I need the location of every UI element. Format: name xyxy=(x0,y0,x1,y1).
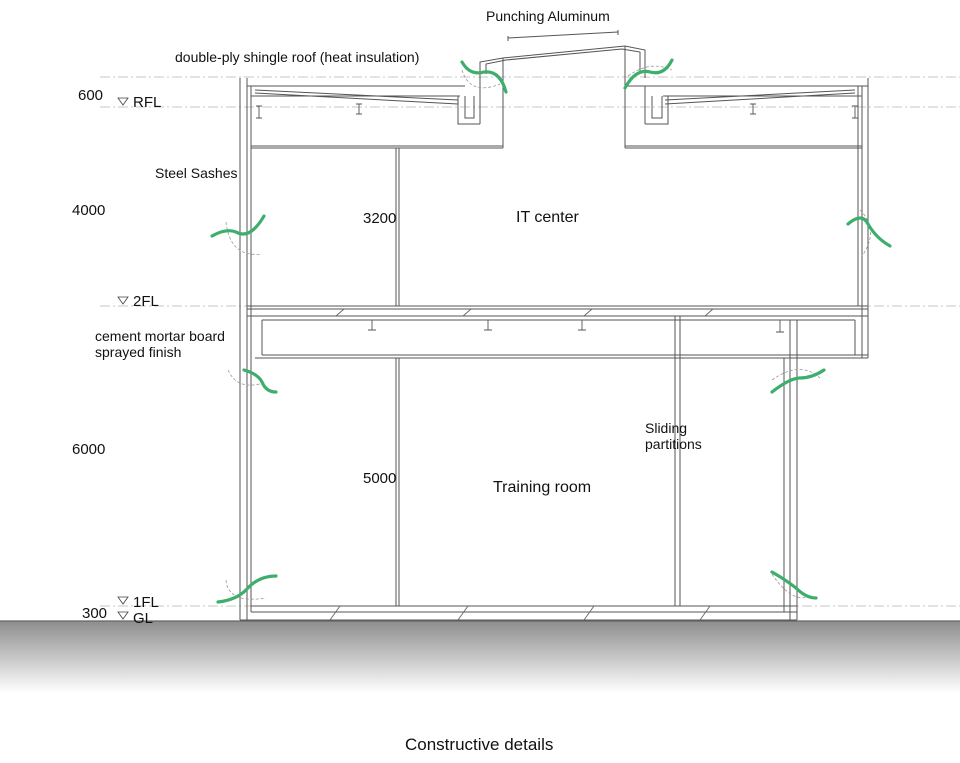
cement-board-label-2: sprayed finish xyxy=(95,344,182,360)
level-rfl: RFL xyxy=(133,94,162,111)
level-markers xyxy=(117,97,129,620)
sliding-partitions-label-2: partitions xyxy=(645,436,702,452)
dimension-lower-floor: 6000 xyxy=(72,441,106,458)
leaf-skylight-left xyxy=(460,60,508,94)
room-training: Training room xyxy=(493,479,592,496)
leaf-lower-left xyxy=(216,574,278,604)
leaf-mid-left xyxy=(242,368,278,394)
dimension-parapet: 600 xyxy=(78,87,104,104)
leaf-mid-right xyxy=(770,368,826,394)
leaf-upper-left xyxy=(210,214,266,238)
building-structure xyxy=(239,30,869,621)
dimension-lower-ceiling: 5000 xyxy=(363,470,397,487)
slab-hatch xyxy=(329,308,714,621)
shingle-roof-label: double-ply shingle roof (heat insulation… xyxy=(175,49,420,65)
ground-fill xyxy=(0,621,960,693)
figure-caption: Constructive details xyxy=(405,735,554,754)
steel-sashes-label: Steel Sashes xyxy=(155,165,238,181)
cement-board-label-1: cement mortar board xyxy=(95,328,225,344)
detail-callout-leaves xyxy=(210,58,892,604)
dimension-upper-ceiling: 3200 xyxy=(363,210,397,227)
level-lines xyxy=(100,76,960,607)
dimension-upper-floor: 4000 xyxy=(72,202,106,219)
dimension-plinth: 300 xyxy=(82,605,108,622)
leaf-lower-right xyxy=(770,570,818,600)
sliding-partitions-label-1: Sliding xyxy=(645,420,688,436)
steel-beams xyxy=(256,103,858,333)
leaf-skylight-right xyxy=(623,58,674,90)
leaf-upper-right xyxy=(846,216,892,248)
level-gl: GL xyxy=(133,610,154,627)
level-1fl: 1FL xyxy=(133,594,159,611)
punching-aluminum-label: Punching Aluminum xyxy=(486,8,610,24)
level-2fl: 2FL xyxy=(133,293,159,310)
room-it-center: IT center xyxy=(516,209,579,226)
